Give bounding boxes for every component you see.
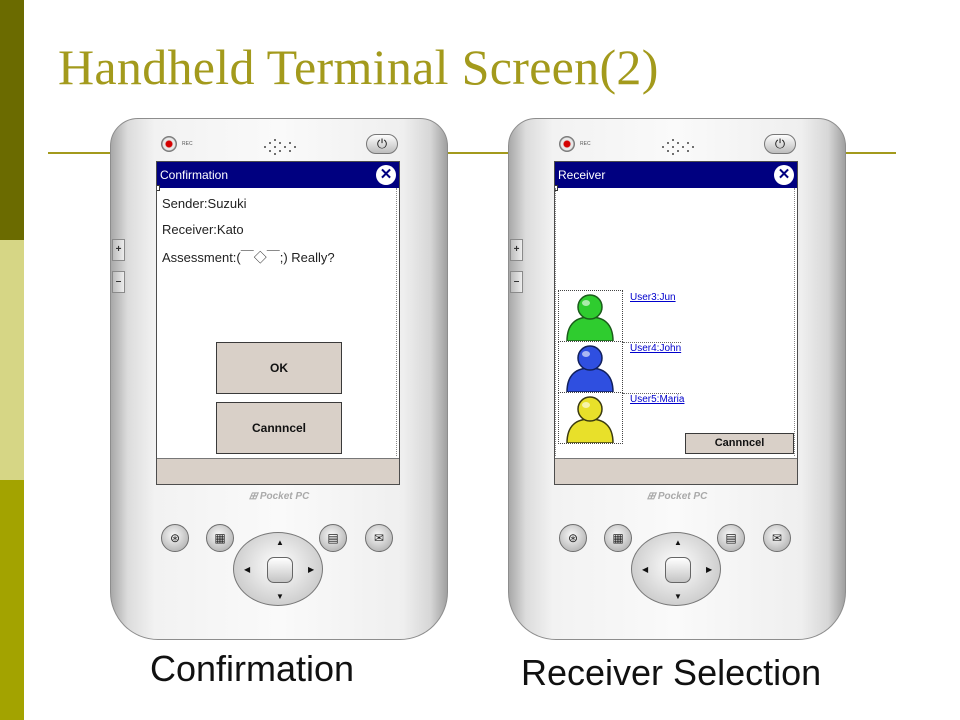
windows-flag-icon: ⊞: [247, 491, 259, 502]
command-bar: [157, 458, 399, 484]
user-link[interactable]: User3:Jun: [630, 292, 676, 303]
user-avatar-icon: [566, 294, 614, 342]
arrow-up-icon[interactable]: ▲: [674, 538, 682, 547]
user-avatar-icon: [566, 396, 614, 444]
mail-icon[interactable]: ✉: [763, 524, 791, 552]
user-avatar[interactable]: [558, 392, 623, 444]
user-avatar-icon: [566, 345, 614, 393]
brand-logo: ⊞ Pocket PC: [111, 491, 447, 502]
layout-guide: [396, 188, 397, 456]
side-accent-bar-bottom: [0, 480, 24, 720]
caption-confirmation: Confirmation: [150, 648, 355, 689]
user-avatar[interactable]: [558, 290, 623, 342]
dpad-control[interactable]: ▲ ▼ ◀ ▶: [233, 532, 323, 606]
notes-icon[interactable]: ▤: [717, 524, 745, 552]
device-screen: Confirmation ✕ Sender:Suzuki Receiver:Ka…: [156, 161, 400, 485]
dpad-control[interactable]: ▲ ▼ ◀ ▶: [631, 532, 721, 606]
arrow-down-icon[interactable]: ▼: [276, 592, 284, 601]
window-title: Receiver: [558, 168, 606, 182]
brand-label: Pocket PC: [657, 491, 708, 502]
close-icon[interactable]: ✕: [774, 165, 794, 185]
contacts-grid-icon[interactable]: ▦: [206, 524, 234, 552]
arrow-right-icon[interactable]: ▶: [308, 565, 315, 574]
selection-handle-icon: [555, 185, 558, 191]
arrow-left-icon[interactable]: ◀: [642, 565, 649, 574]
calendar-icon[interactable]: ⊛: [559, 524, 587, 552]
arrow-up-icon[interactable]: ▲: [276, 538, 284, 547]
user-link[interactable]: User5:Maria: [630, 394, 685, 405]
brand-label: Pocket PC: [259, 491, 310, 502]
sender-text: Sender:Suzuki: [162, 196, 247, 211]
window-title: Confirmation: [160, 168, 229, 182]
user-avatar[interactable]: [558, 341, 623, 393]
user-separator: [623, 393, 681, 394]
power-button[interactable]: ⏻: [764, 134, 796, 154]
slide-title: Handheld Terminal Screen(2): [58, 39, 659, 95]
cancel-button[interactable]: Cannncel: [216, 402, 342, 454]
close-icon[interactable]: ✕: [376, 165, 396, 185]
window-titlebar: Confirmation ✕: [157, 162, 399, 188]
mail-icon[interactable]: ✉: [365, 524, 393, 552]
record-button[interactable]: [161, 136, 177, 152]
brand-logo: ⊞ Pocket PC: [509, 491, 845, 502]
volume-down-button[interactable]: –: [112, 271, 125, 293]
title-rule-segment: [448, 152, 508, 154]
pocketpc-device-receiver: REC ⏻ + – Receiver ✕ User3:Jun: [508, 118, 846, 640]
side-accent-bar-middle: [0, 240, 24, 480]
title-rule-segment: [846, 152, 896, 154]
windows-flag-icon: ⊞: [645, 491, 657, 502]
command-bar: [555, 458, 797, 484]
contacts-grid-icon[interactable]: ▦: [604, 524, 632, 552]
rec-label: REC: [182, 141, 193, 147]
ok-button[interactable]: OK: [216, 342, 342, 394]
pocketpc-device-confirmation: REC ⏻ + – Confirmation ✕ Sender:Suzuki R…: [110, 118, 448, 640]
selection-handle-icon: [157, 185, 160, 191]
assessment-text: Assessment:(￣◇￣;) Really?: [162, 250, 335, 265]
speaker-icon: [659, 137, 695, 157]
calendar-icon[interactable]: ⊛: [161, 524, 189, 552]
notes-icon[interactable]: ▤: [319, 524, 347, 552]
layout-guide: [794, 188, 795, 456]
dpad-center-button[interactable]: [267, 557, 293, 583]
volume-down-button[interactable]: –: [510, 271, 523, 293]
window-titlebar: Receiver ✕: [555, 162, 797, 188]
power-button[interactable]: ⏻: [366, 134, 398, 154]
layout-guide: [555, 188, 556, 456]
rec-label: REC: [580, 141, 591, 147]
user-separator: [623, 342, 681, 343]
receiver-text: Receiver:Kato: [162, 222, 244, 237]
dpad-center-button[interactable]: [665, 557, 691, 583]
volume-up-button[interactable]: +: [112, 239, 125, 261]
user-link[interactable]: User4:John: [630, 343, 682, 354]
volume-up-button[interactable]: +: [510, 239, 523, 261]
speaker-icon: [261, 137, 297, 157]
title-rule-segment: [48, 152, 110, 154]
arrow-down-icon[interactable]: ▼: [674, 592, 682, 601]
arrow-left-icon[interactable]: ◀: [244, 565, 251, 574]
arrow-right-icon[interactable]: ▶: [706, 565, 713, 574]
device-screen: Receiver ✕ User3:Jun User4:John: [554, 161, 798, 485]
record-button[interactable]: [559, 136, 575, 152]
caption-receiver-selection: Receiver Selection: [521, 652, 822, 693]
side-accent-bar-top: [0, 0, 24, 240]
cancel-button[interactable]: Cannncel: [685, 433, 794, 454]
